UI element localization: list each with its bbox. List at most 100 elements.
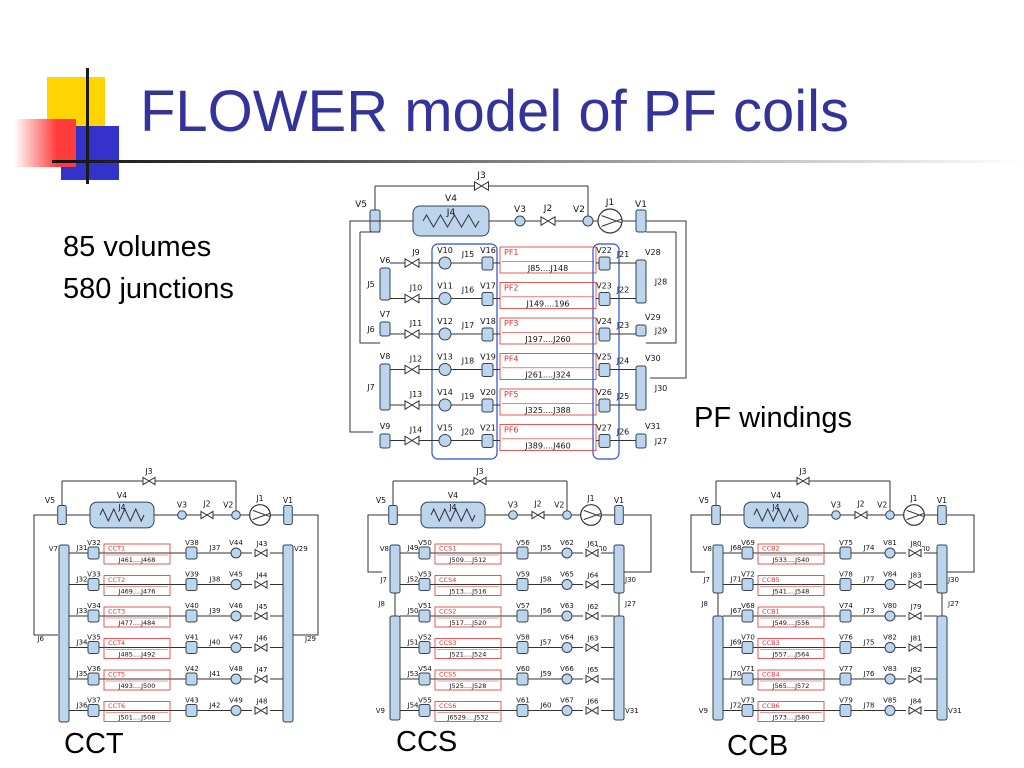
volume-v1 (937, 505, 947, 525)
coil-inlet-volume (741, 704, 754, 717)
valve-icon (254, 643, 262, 652)
column-volume (936, 544, 948, 594)
coil-junction-range: J261....J324 (524, 371, 570, 380)
valve-icon (796, 476, 804, 486)
valve-icon (591, 548, 599, 558)
valve-label: J63 (587, 635, 599, 643)
coil-junction-range: J485....J492 (118, 651, 156, 659)
volume-label: V43 (185, 697, 199, 705)
column-volume (379, 267, 391, 301)
pump-label: J1 (255, 494, 263, 503)
valve-icon (591, 674, 599, 684)
coil-junction-range: J6529....J532 (446, 714, 488, 722)
valve-icon (200, 510, 208, 520)
coil-inlet-volume (481, 327, 494, 342)
coil-winding (757, 701, 825, 722)
volume-node (561, 610, 573, 622)
coil-inlet-volume (481, 434, 494, 448)
junction-label: J30 (654, 384, 668, 393)
outer-loop-line (367, 514, 388, 573)
valve-label: J83 (910, 572, 922, 580)
coil-name: CCS2 (439, 608, 456, 616)
junction-label: J53 (407, 670, 419, 678)
junction-label: J22 (616, 286, 630, 295)
coil-inlet-volume (741, 609, 754, 623)
volume-label: V18 (480, 317, 496, 326)
junction-label: J16 (461, 286, 475, 295)
coil-junction-range: J461....J468 (118, 556, 156, 564)
volume-label: V47 (229, 634, 243, 642)
pump-icon (601, 218, 622, 227)
column-volume (635, 259, 647, 304)
valve-icon (411, 399, 420, 411)
coil-junction-range: J325....J388 (524, 406, 570, 415)
volume-label: V83 (883, 665, 897, 673)
volume-label: V68 (741, 602, 755, 610)
junction-label: J25 (616, 392, 630, 401)
coil-winding (103, 638, 171, 659)
valve-icon (854, 510, 862, 520)
junction-label: J26 (616, 428, 630, 437)
volume-node (884, 705, 896, 716)
volume-label: V52 (418, 634, 432, 642)
valve-icon (260, 548, 268, 558)
junction-label: J23 (616, 321, 630, 330)
coil-outlet-volume (598, 327, 611, 342)
junction-label: J29 (654, 327, 668, 336)
valve-label: J9 (411, 248, 419, 257)
junction-label: J37 (209, 544, 221, 552)
valve-icon (411, 364, 420, 375)
volume-label: V9 (699, 707, 708, 715)
valve-icon (908, 706, 916, 715)
valve-icon (260, 643, 268, 652)
valve-label: J10 (409, 284, 423, 293)
volume-node (831, 510, 841, 520)
junction-label: J77 (863, 576, 875, 584)
volume-node (438, 327, 452, 341)
junction-label: J36 (76, 702, 89, 710)
valve-icon (585, 706, 593, 715)
volume-label: V39 (185, 571, 199, 579)
volume-label: V55 (418, 697, 432, 705)
volume-label: V8 (380, 352, 391, 361)
junction-label: J71 (730, 576, 742, 584)
volume-label: V7 (49, 545, 58, 553)
volume-label: V2 (554, 500, 564, 509)
volume-label: V76 (839, 634, 853, 642)
valve-icon (411, 435, 420, 446)
valve-label: J2 (543, 204, 552, 214)
junction-label: J60 (540, 702, 552, 710)
valve-icon (908, 674, 916, 684)
column-volume (936, 615, 948, 721)
coil-name: CCB1 (762, 608, 780, 616)
volume-label: V61 (516, 697, 530, 705)
coil-inlet-volume (87, 546, 100, 560)
volume-node (438, 398, 452, 412)
outer-loop-line (624, 514, 652, 573)
valve-label: J64 (587, 572, 600, 580)
volume-label: V5 (699, 496, 709, 505)
volume-node (514, 215, 526, 227)
volume-node (561, 547, 573, 559)
valve-icon (254, 674, 262, 684)
coil-junction-range: J549....J556 (772, 619, 810, 627)
valve-label: J84 (910, 698, 923, 706)
coil-outlet-volume (839, 609, 852, 623)
volume-label: V80 (883, 602, 897, 610)
coil-outlet-volume (516, 641, 529, 654)
column-volume (635, 365, 647, 411)
coil-winding (103, 669, 171, 691)
volume-label: V42 (185, 665, 199, 673)
valve-label: J3 (144, 467, 152, 476)
coil-inlet-volume (481, 256, 494, 271)
coil-inlet-volume (418, 672, 431, 686)
coil-inlet-volume (741, 578, 754, 591)
valve-icon (585, 580, 593, 589)
volume-v1 (614, 505, 624, 525)
junction-label: J4 (771, 503, 779, 512)
junction-label: J24 (616, 357, 630, 366)
volume-label: V35 (87, 634, 101, 642)
coil-winding (434, 543, 502, 565)
valve-icon (908, 548, 916, 558)
volume-node (884, 642, 896, 653)
